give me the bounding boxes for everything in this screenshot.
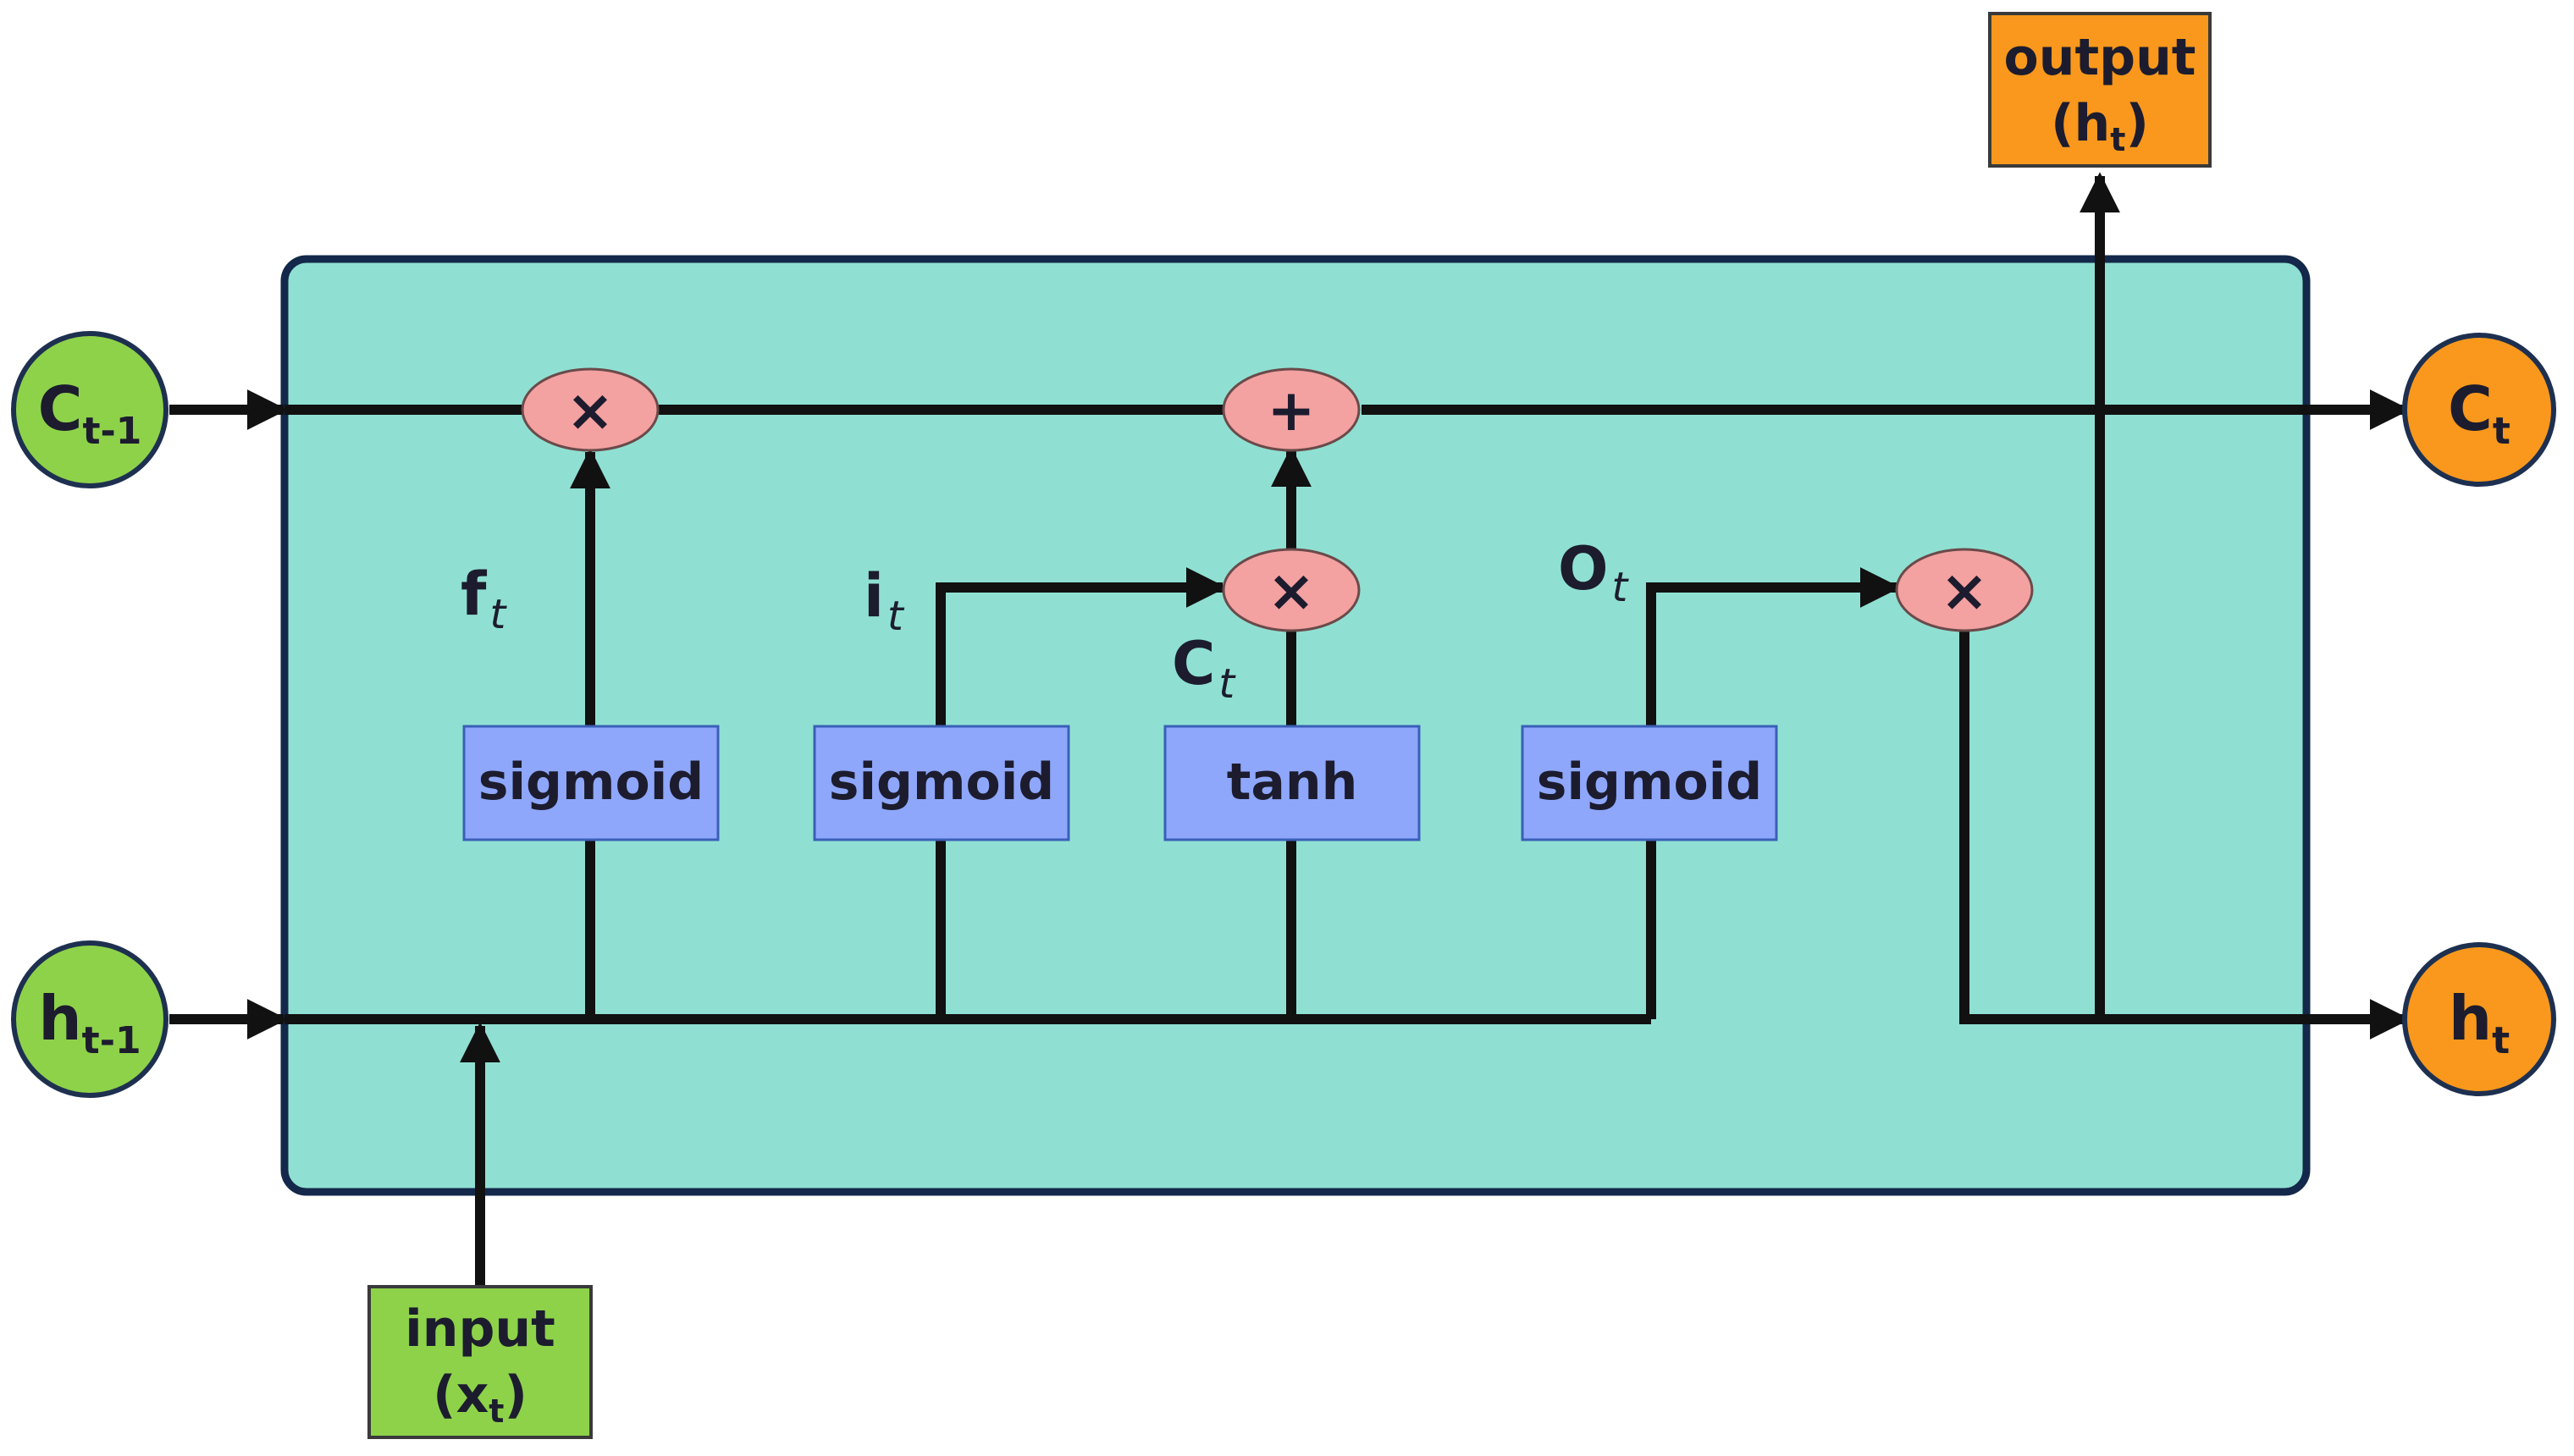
op-cell-add: + bbox=[1222, 367, 1361, 452]
op-output-mult: × bbox=[1895, 548, 2034, 632]
input-box: input (xt) bbox=[367, 1285, 593, 1439]
svg-text:ht: ht bbox=[2449, 983, 2510, 1062]
signal-label-i: it bbox=[864, 561, 905, 640]
svg-text:+: + bbox=[1268, 378, 1316, 444]
input-gate-arrow bbox=[936, 567, 1227, 726]
gate-candidate-tanh: tanh bbox=[1163, 725, 1421, 841]
gate-output-sigmoid: sigmoid bbox=[1521, 725, 1778, 841]
signal-label-o: Ot bbox=[1558, 534, 1630, 611]
signal-label-f: ft bbox=[461, 560, 507, 638]
svg-text:×: × bbox=[1941, 558, 1989, 625]
svg-text:sigmoid: sigmoid bbox=[478, 753, 704, 812]
svg-text:(ht): (ht) bbox=[2051, 94, 2149, 158]
svg-text:output: output bbox=[2004, 28, 2196, 87]
output-box: output (ht) bbox=[1988, 12, 2212, 168]
svg-text:×: × bbox=[1268, 558, 1316, 625]
svg-text:tanh: tanh bbox=[1227, 753, 1358, 812]
state-c-next: Ct bbox=[2402, 333, 2556, 487]
svg-text:ht-1: ht-1 bbox=[38, 983, 141, 1062]
state-h-next: ht bbox=[2402, 942, 2556, 1096]
svg-text:sigmoid: sigmoid bbox=[1537, 753, 1762, 812]
output-gate-arrow bbox=[1646, 567, 1901, 726]
state-h-prev: ht-1 bbox=[11, 940, 168, 1098]
op-input-mult: × bbox=[1222, 548, 1361, 632]
svg-text:Ct: Ct bbox=[2448, 373, 2510, 453]
svg-text:×: × bbox=[566, 378, 615, 444]
gate-input-sigmoid: sigmoid bbox=[813, 725, 1070, 841]
svg-text:(xt): (xt) bbox=[433, 1365, 528, 1430]
svg-text:sigmoid: sigmoid bbox=[829, 753, 1054, 812]
svg-text:Ct-1: Ct-1 bbox=[38, 373, 142, 453]
op-forget-mult: × bbox=[521, 367, 660, 452]
state-c-prev: Ct-1 bbox=[11, 331, 168, 488]
hidden-out-line bbox=[1959, 626, 2411, 1040]
gate-forget-sigmoid: sigmoid bbox=[462, 725, 720, 841]
connection-lines bbox=[169, 172, 2411, 1287]
signal-label-c: Ct bbox=[1172, 629, 1236, 708]
svg-text:input: input bbox=[405, 1299, 555, 1359]
